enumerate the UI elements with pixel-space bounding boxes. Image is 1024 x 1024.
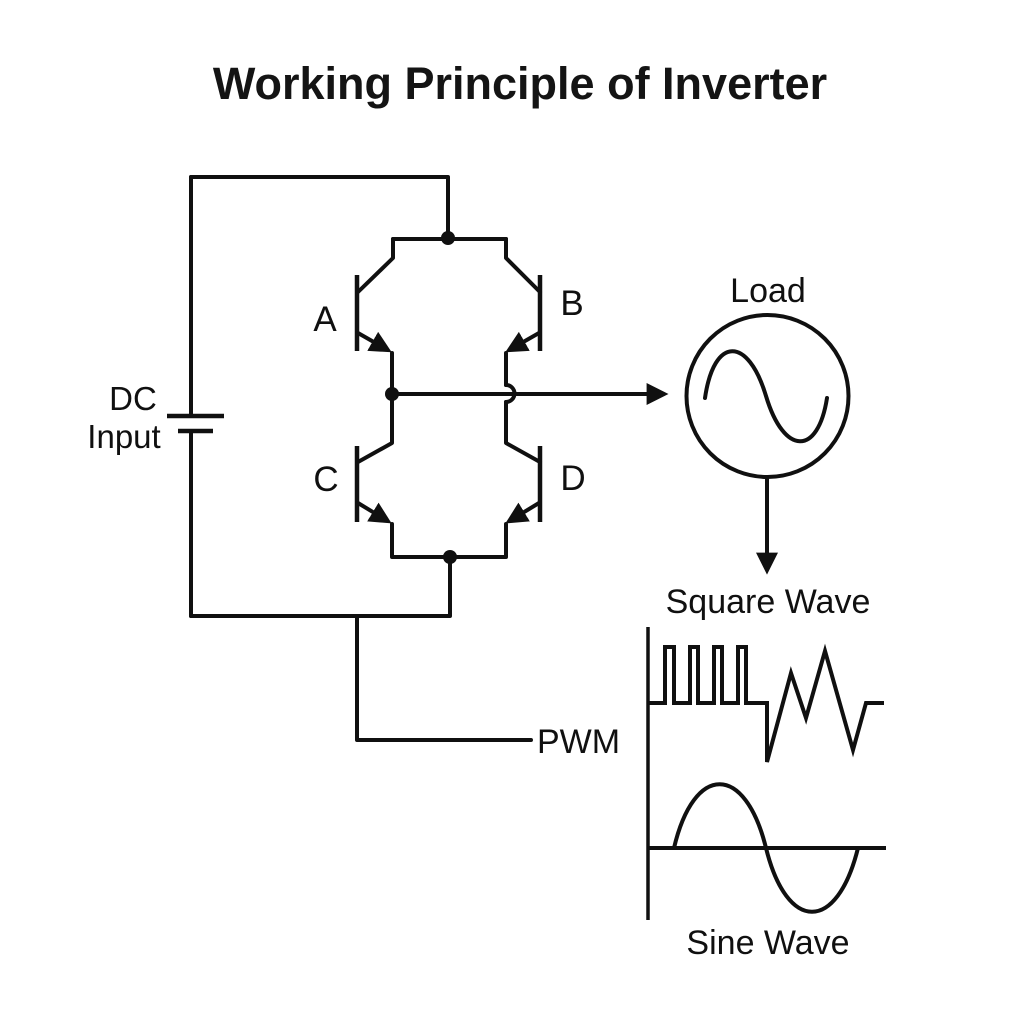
square-wave-label: Square Wave	[666, 583, 871, 621]
sine-symbol-icon	[703, 349, 829, 444]
dc-source: DC Input	[87, 175, 224, 618]
transistor-d-emitter-arrow	[505, 501, 541, 524]
square-waveform	[648, 643, 884, 763]
load-circle	[684, 313, 851, 479]
bottom-rail-wire	[189, 555, 452, 618]
pwm-input: PWM	[355, 614, 620, 761]
transistor-a-emitter-arrow	[356, 331, 392, 353]
load: Load	[684, 272, 851, 575]
transistor-a-symbol	[354, 237, 395, 395]
transistor-b-symbol	[504, 237, 543, 387]
transistor-d-collector	[504, 400, 542, 464]
sine-waveform	[672, 782, 860, 914]
h-bridge: A B C	[189, 175, 586, 618]
battery-icon	[167, 413, 224, 434]
diagram-title: Working Principle of Inverter	[213, 58, 827, 109]
transistor-c-collector	[356, 393, 394, 464]
pwm-wire	[355, 614, 533, 742]
transistor-b-collector	[504, 237, 542, 294]
transistor-c-symbol	[354, 393, 450, 559]
load-label: Load	[730, 272, 806, 310]
transistor-c-emitter-arrow	[356, 501, 392, 524]
transistor-d-symbol	[450, 446, 543, 559]
waveform-plots: Square Wave Sine Wave	[646, 583, 886, 962]
transistor-a-label: A	[313, 300, 337, 339]
top-rail-wire	[189, 175, 450, 236]
transistor-d-emitter-wire	[450, 522, 508, 559]
dc-input-label-line2: Input	[87, 418, 160, 455]
dc-input-label-line1: DC	[109, 380, 157, 417]
transistor-c-label: C	[313, 460, 338, 499]
transistor-b-label: B	[560, 284, 583, 323]
junction-dot-top	[441, 231, 455, 245]
transistor-a-collector	[356, 237, 395, 294]
transistor-c-emitter-wire	[390, 522, 450, 559]
sine-wave-label: Sine Wave	[686, 924, 849, 962]
transistor-d-label: D	[560, 459, 585, 498]
transistor-b-emitter-arrow	[505, 331, 541, 353]
pwm-label: PWM	[537, 723, 620, 761]
